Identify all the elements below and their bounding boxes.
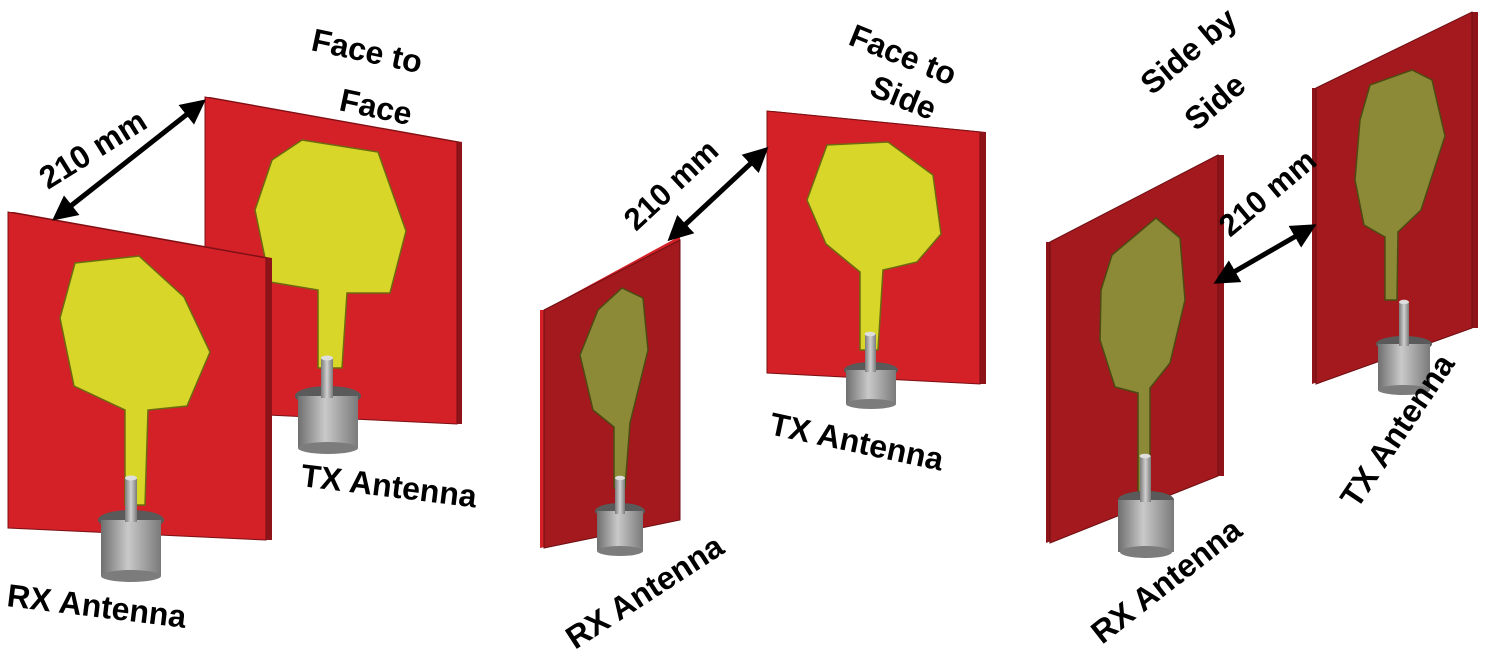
panel-face-to-side: 210 mm Face to Side RX Antenna TX Antenn… [540,17,986,656]
rx-patch [59,255,211,506]
tx-connector [1376,299,1432,395]
panel-face-to-face: 210 mm Face to Face RX Antenna TX Antenn… [5,22,479,635]
panel-title-line2: Side [1177,66,1252,137]
distance-label: 210 mm [617,133,725,237]
panel-side-by-side: 210 mm Side by Side RX Antenna TX Antenn… [1046,0,1478,651]
distance-arrow [52,99,206,221]
rx-antenna-label: RX Antenna [5,577,188,635]
distance-arrow [667,146,769,242]
tx-antenna-label: TX Antenna [299,457,479,514]
tx-connector [844,331,898,409]
tx-patch [1354,69,1446,301]
tx-patch [806,141,942,351]
rx-antenna-board [540,236,681,549]
tx-antenna-board [1312,11,1478,385]
rx-antenna-board [7,211,272,541]
rx-connector [1118,453,1174,558]
distance-label: 210 mm [33,102,153,196]
panel-title-line1: Face to [309,22,426,81]
distance-arrow [1213,224,1317,284]
rx-antenna-board [1046,154,1224,544]
rx-connector [595,475,645,556]
tx-antenna-label: TX Antenna [767,406,947,478]
tx-connector [295,355,361,454]
tx-antenna-board [766,110,986,385]
rx-connector [98,475,164,582]
rx-antenna-label: RX Antenna [559,527,730,655]
